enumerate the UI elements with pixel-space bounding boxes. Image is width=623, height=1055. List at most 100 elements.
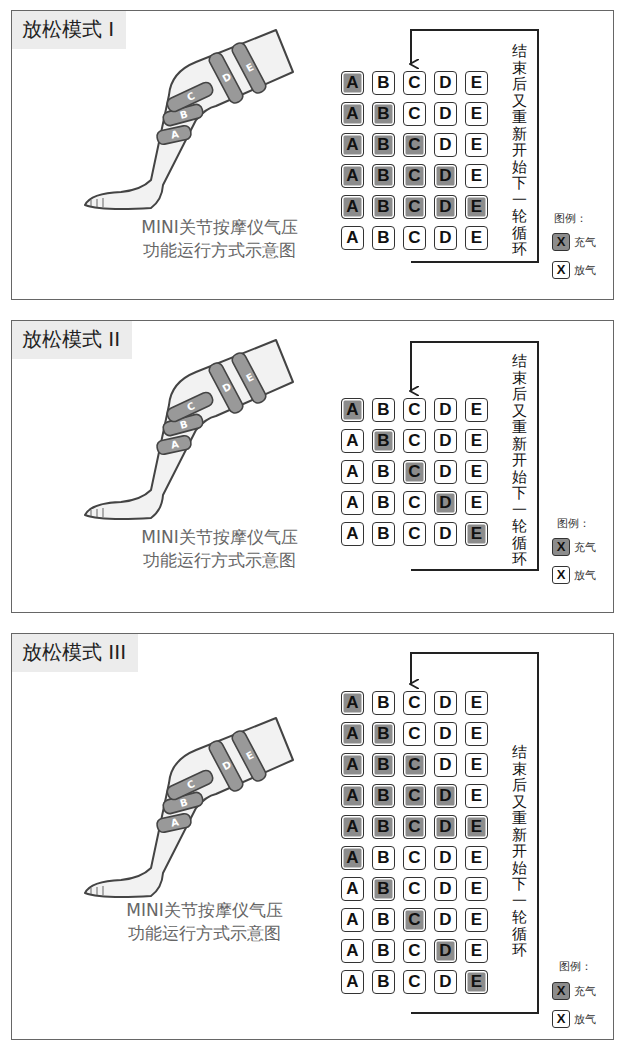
chamber-cell: C (403, 460, 426, 484)
cell-letter: C (408, 910, 420, 929)
cell-letter: E (471, 228, 482, 247)
cell-letter: E (471, 755, 482, 774)
chamber-cell: D (434, 164, 457, 188)
cell-letter: D (439, 817, 451, 836)
mode-panel: 放松模式 IABCDEABCDEABCDEABCDEABCDEABCDEABCD… (11, 10, 614, 300)
chamber-cell: C (403, 133, 426, 157)
chamber-cell: C (403, 164, 426, 188)
cell-letter: B (377, 941, 389, 960)
cell-letter: D (439, 879, 451, 898)
band-letter: E (242, 60, 258, 76)
chamber-cell: A (341, 753, 364, 777)
chamber-cell: B (372, 429, 395, 453)
chamber-cell: A (341, 226, 364, 250)
chamber-cell: D (434, 939, 457, 963)
chamber-cell: A (341, 164, 364, 188)
cell-letter: B (377, 197, 389, 216)
cell-letter: E (471, 693, 482, 712)
chamber-cell: A (341, 722, 364, 746)
cell-letter: D (439, 197, 451, 216)
chamber-cell: E (465, 491, 488, 515)
cell-letter: D (439, 786, 451, 805)
cell-letter: C (408, 879, 420, 898)
chamber-cell: B (372, 722, 395, 746)
legend-swatch: X (552, 538, 570, 556)
cell-letter: B (377, 693, 389, 712)
chamber-cell: A (341, 970, 364, 994)
cell-letter: C (408, 462, 420, 481)
chamber-cell: D (434, 429, 457, 453)
swatch-mark: X (553, 539, 569, 554)
chamber-cell: C (403, 226, 426, 250)
band-letter: C (183, 399, 199, 415)
chamber-cell: E (465, 722, 488, 746)
cell-letter: A (346, 493, 358, 512)
chamber-cell: C (403, 429, 426, 453)
cell-letter: C (408, 786, 420, 805)
cell-letter: C (408, 848, 420, 867)
cell-letter: B (377, 493, 389, 512)
cell-letter: C (408, 135, 420, 154)
cell-letter: E (471, 135, 482, 154)
swatch-mark: X (553, 1011, 569, 1026)
chamber-cell: B (372, 815, 395, 839)
chamber-cell: C (403, 753, 426, 777)
mode-title: 放松模式 III (12, 634, 138, 672)
cell-letter: A (346, 755, 358, 774)
cycle-arrow (411, 30, 538, 262)
chamber-cell: E (465, 691, 488, 715)
band-letter: A (168, 816, 182, 830)
cycle-arrow (411, 342, 538, 570)
chamber-cell: C (403, 722, 426, 746)
chamber-cell: A (341, 815, 364, 839)
cell-letter: E (471, 724, 482, 743)
chamber-cell: D (434, 784, 457, 808)
swatch-mark: X (553, 567, 569, 582)
cell-letter: B (377, 724, 389, 743)
cell-letter: B (377, 817, 389, 836)
cell-letter: B (377, 431, 389, 450)
cell-letter: A (346, 462, 358, 481)
cell-letter: A (346, 228, 358, 247)
cell-letter: A (346, 135, 358, 154)
cell-letter: E (471, 400, 482, 419)
chamber-cell: A (341, 102, 364, 126)
cell-letter: C (408, 400, 420, 419)
chamber-cell: D (434, 491, 457, 515)
cell-letter: C (408, 693, 420, 712)
figure-caption: MINI关节按摩仪气压 功能运行方式示意图 (112, 216, 327, 262)
band-letter: E (242, 370, 258, 386)
cell-letter: D (439, 493, 451, 512)
chamber-cell: A (341, 429, 364, 453)
chamber-cell: C (403, 195, 426, 219)
cell-letter: E (471, 493, 482, 512)
chamber-cell: E (465, 522, 488, 546)
chamber-cell: B (372, 970, 395, 994)
band-letter: C (183, 89, 199, 105)
cell-letter: E (471, 817, 482, 836)
chamber-cell: E (465, 784, 488, 808)
cell-letter: C (408, 493, 420, 512)
band-letter: B (177, 418, 192, 433)
chamber-cell: B (372, 753, 395, 777)
leg-drawing (85, 30, 293, 209)
mode-title: 放松模式 II (12, 321, 132, 359)
cycle-note: 结束后又重新开始下一轮循环 (512, 744, 527, 959)
cell-letter: B (377, 462, 389, 481)
cell-letter: D (439, 972, 451, 991)
cell-letter: E (471, 786, 482, 805)
cell-letter: A (346, 817, 358, 836)
cell-letter: D (439, 755, 451, 774)
chamber-cell: A (341, 846, 364, 870)
chamber-cell: A (341, 195, 364, 219)
chamber-cell: E (465, 815, 488, 839)
chamber-cell: D (434, 226, 457, 250)
cell-letter: C (408, 73, 420, 92)
cell-letter: A (346, 524, 358, 543)
cell-letter: E (471, 972, 482, 991)
swatch-mark: X (553, 262, 569, 277)
chamber-cell: E (465, 164, 488, 188)
chamber-cell: D (434, 753, 457, 777)
chamber-cell: A (341, 522, 364, 546)
